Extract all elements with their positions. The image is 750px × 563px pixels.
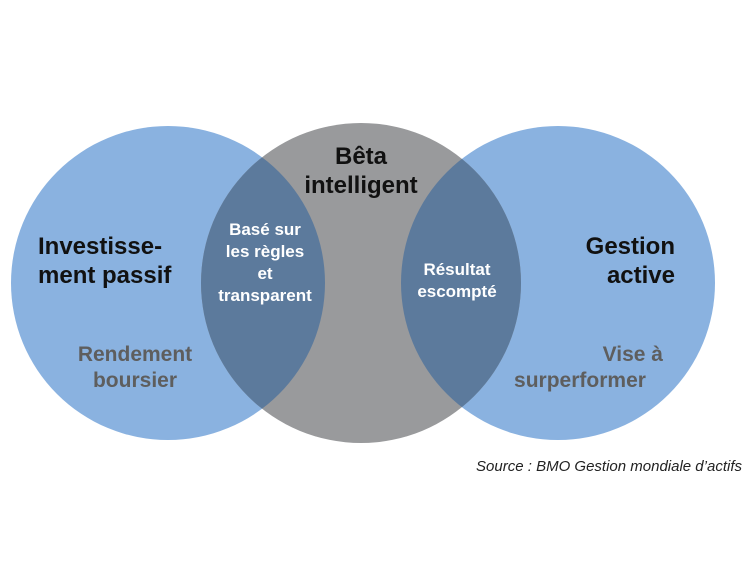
source-note: Source : BMO Gestion mondiale d’actifs bbox=[476, 458, 742, 475]
passive-investing-title-line-1: Investisse- bbox=[38, 233, 163, 260]
smart-beta-title-line-2: intelligent bbox=[304, 171, 418, 199]
smart-beta-title: Bêta intelligent bbox=[291, 143, 431, 201]
outperform-line-2: surperformer bbox=[514, 369, 646, 393]
expected-outcome-label: Résultat escompté bbox=[397, 259, 517, 303]
expected-outcome-line-2: escompté bbox=[417, 282, 497, 302]
outperform-label: Vise à surperformer bbox=[495, 342, 665, 395]
expected-outcome-line-1: Résultat bbox=[423, 260, 491, 279]
expected-outcome-overlap bbox=[401, 126, 521, 440]
rules-based-transparent-label: Basé sur les règles et transparent bbox=[200, 219, 330, 307]
outperform-line-1: Vise à bbox=[602, 343, 663, 366]
rules-based-line-4: transparent bbox=[218, 286, 312, 306]
smart-beta-title-line-1: Bêta bbox=[334, 143, 388, 170]
rules-based-line-3: et bbox=[257, 264, 273, 284]
rules-based-overlap bbox=[201, 126, 325, 440]
market-return-line-1: Rendement bbox=[77, 343, 193, 366]
active-management-title-line-2: active bbox=[606, 261, 675, 289]
active-management-title: Gestion active bbox=[540, 233, 675, 291]
passive-investing-title: Investisse- ment passif bbox=[38, 233, 171, 291]
passive-investing-title-line-2: ment passif bbox=[38, 261, 172, 289]
rules-based-line-2: les règles bbox=[225, 242, 305, 262]
market-return-label: Rendement boursier bbox=[60, 342, 210, 395]
active-management-title-line-1: Gestion bbox=[585, 233, 675, 260]
rules-based-line-1: Basé sur bbox=[229, 220, 301, 239]
market-return-line-2: boursier bbox=[92, 369, 178, 393]
